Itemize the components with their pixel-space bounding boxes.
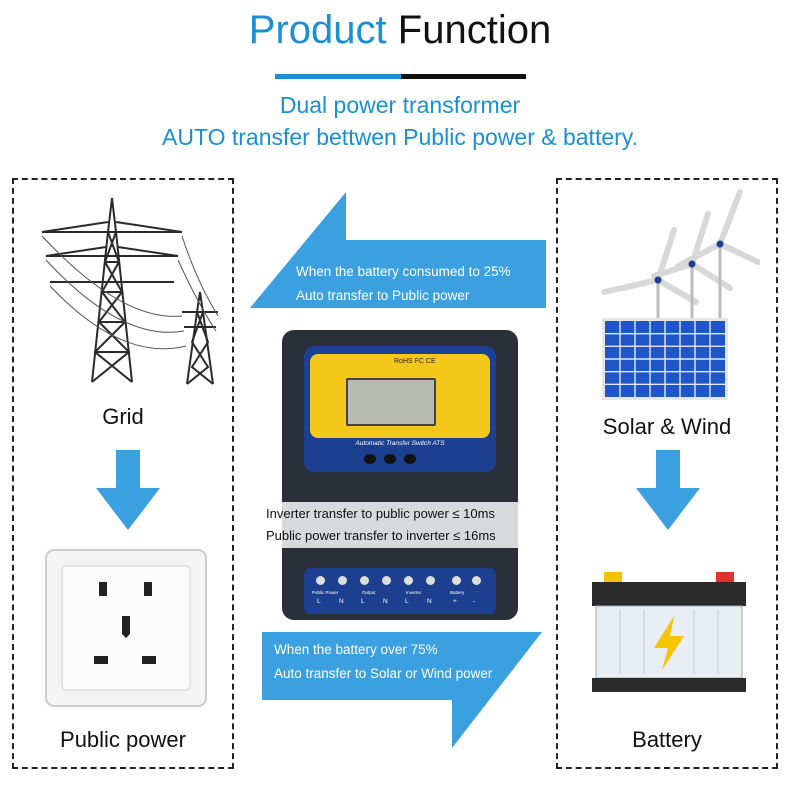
terminal-label-output: Output <box>362 590 376 595</box>
spec-line2: Public power transfer to inverter ≤ 16ms <box>266 528 496 543</box>
title-underline-black <box>401 74 526 79</box>
terminal-screw <box>426 576 435 585</box>
terminal-label-public: Public Power <box>312 590 339 595</box>
terminal-screw <box>316 576 325 585</box>
terminal-letter: N <box>339 598 344 605</box>
terminal-strip <box>312 574 488 588</box>
subtitle-line2: AUTO transfer bettwen Public power & bat… <box>162 124 638 150</box>
title-function: Function <box>397 8 552 52</box>
device-face-bottom <box>304 568 496 614</box>
device-button-down[interactable] <box>404 454 416 464</box>
transfer-specs: Inverter transfer to public power ≤ 10ms… <box>262 502 538 548</box>
down-arrow-icon <box>636 450 700 530</box>
left-panel <box>12 178 234 769</box>
terminal-screw <box>404 576 413 585</box>
terminal-screw <box>472 576 481 585</box>
bottom-arrow-line2: Auto transfer to Solar or Wind power <box>274 666 493 681</box>
terminal-screw <box>452 576 461 585</box>
terminal-letters: L N L N L N + - <box>312 598 488 607</box>
arrow-to-public-power-icon <box>250 192 546 308</box>
top-arrow-line1: When the battery consumed to 25% <box>296 264 511 279</box>
terminal-screw <box>382 576 391 585</box>
grid-label: Grid <box>102 404 144 429</box>
device-button-enter[interactable] <box>384 454 396 464</box>
device-button-up[interactable] <box>364 454 376 464</box>
down-arrow-icon <box>96 450 160 530</box>
terminal-letter: L <box>405 598 409 605</box>
terminal-letter: L <box>361 598 365 605</box>
solar-wind-label: Solar & Wind <box>602 414 732 439</box>
terminal-letter: N <box>427 598 432 605</box>
bottom-arrow-text: When the battery over 75% Auto transfer … <box>274 638 492 686</box>
terminal-letter: L <box>317 598 321 605</box>
arrow-to-solar-wind-icon <box>262 632 542 748</box>
terminal-screw <box>360 576 369 585</box>
battery-label: Battery <box>632 727 702 752</box>
title-underline-blue <box>275 74 401 79</box>
wind-turbine-icon <box>601 189 760 322</box>
spec-line1: Inverter transfer to public power ≤ 10ms <box>266 506 495 521</box>
terminal-label-battery: Battery <box>450 590 465 595</box>
terminal-letter: N <box>383 598 388 605</box>
terminal-letter: - <box>473 598 476 605</box>
subtitle-line1: Dual power transformer <box>279 92 521 118</box>
right-panel <box>556 178 778 769</box>
ats-device: RoHS FC CE Automatic Transfer Switch ATS… <box>282 330 518 620</box>
public-power-label: Public power <box>60 727 186 752</box>
page-title: Product Function <box>0 8 800 53</box>
solar-panel-icon <box>602 318 728 400</box>
title-product: Product <box>248 8 387 52</box>
terminal-label-inverter: Inverter <box>406 590 422 595</box>
top-arrow-line2: Auto transfer to Public power <box>296 288 470 303</box>
lcd-screen <box>346 378 436 426</box>
terminal-screw <box>338 576 347 585</box>
wall-socket-icon <box>45 549 207 707</box>
battery-icon <box>592 572 746 692</box>
bottom-arrow-line1: When the battery over 75% <box>274 642 438 657</box>
terminal-letter: + <box>453 598 457 605</box>
top-arrow-text: When the battery consumed to 25% Auto tr… <box>296 260 511 308</box>
device-name: Automatic Transfer Switch ATS <box>355 440 445 447</box>
terminal-group-labels: Public Power Output Inverter Battery <box>312 590 488 596</box>
power-tower-icon <box>41 197 219 385</box>
certification-marks: RoHS FC CE <box>394 358 436 365</box>
